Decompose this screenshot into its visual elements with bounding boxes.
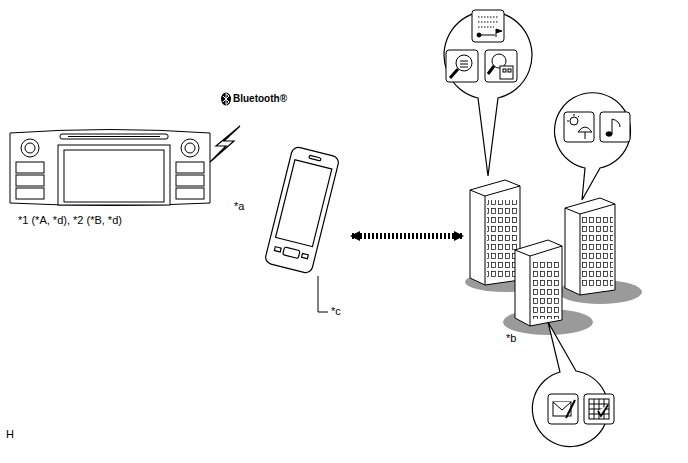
smartphone xyxy=(264,146,340,274)
service-bubbles xyxy=(444,11,630,446)
data-link-arrow xyxy=(352,233,462,239)
callout-number: *1 (*A, *d), *2 (*B, *d) xyxy=(18,214,122,226)
bluetooth-logo xyxy=(221,93,231,106)
app-icons xyxy=(446,10,630,424)
brand-label: Bluetooth® xyxy=(233,93,287,104)
server-buildings xyxy=(465,180,642,335)
leader-line xyxy=(318,276,328,312)
callout-number: *b xyxy=(506,332,516,344)
callout-number: *a xyxy=(234,200,244,212)
head-unit xyxy=(10,130,210,206)
figure-letter: H xyxy=(6,428,14,440)
wireless-signal xyxy=(210,126,240,162)
callout-number: *c xyxy=(331,305,341,317)
